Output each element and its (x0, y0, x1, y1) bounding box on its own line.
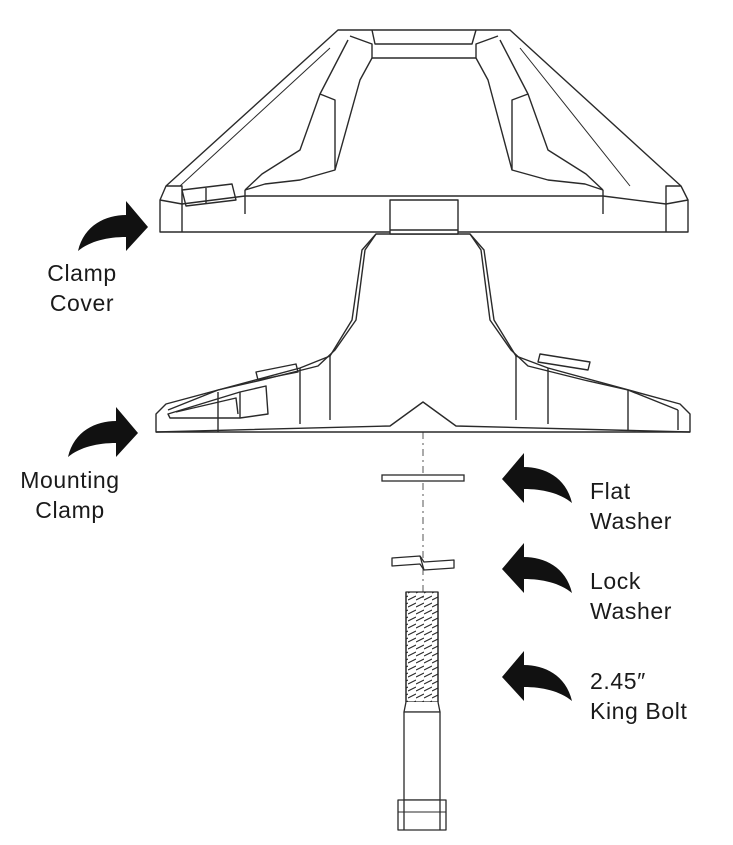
king-bolt-label: 2.45″ King Bolt (590, 666, 687, 726)
king-bolt-label-line1: 2.45″ (590, 668, 646, 694)
mounting-clamp-label: Mounting Clamp (4, 465, 136, 525)
mounting-clamp-label-line2: Clamp (35, 497, 105, 523)
lock-washer-label-line2: Washer (590, 598, 672, 624)
arrow-to-king-bolt-icon (502, 651, 572, 701)
mounting-clamp-label-line1: Mounting (20, 467, 120, 493)
arrow-to-flat-washer-icon (502, 453, 572, 503)
lock-washer-part (391, 555, 455, 571)
clamp-cover-label-line2: Cover (49, 290, 115, 316)
arrow-to-mounting-clamp-icon (68, 407, 138, 457)
flat-washer-label-line1: Flat (590, 478, 631, 504)
mounting-clamp-part (155, 199, 691, 433)
arrow-to-lock-washer-icon (502, 543, 572, 593)
king-bolt-part (397, 591, 447, 831)
clamp-cover-label-line1: Clamp (47, 260, 117, 286)
king-bolt-label-line2: King Bolt (590, 698, 688, 724)
clamp-cover-label: Clamp Cover (22, 258, 142, 318)
arrow-to-clamp-cover-icon (78, 201, 148, 251)
flat-washer-part (381, 474, 465, 482)
lock-washer-label-line1: Lock (590, 568, 641, 594)
flat-washer-label: Flat Washer (590, 476, 672, 536)
clamp-cover-part (159, 29, 689, 233)
lock-washer-label: Lock Washer (590, 566, 672, 626)
flat-washer-label-line2: Washer (590, 508, 672, 534)
